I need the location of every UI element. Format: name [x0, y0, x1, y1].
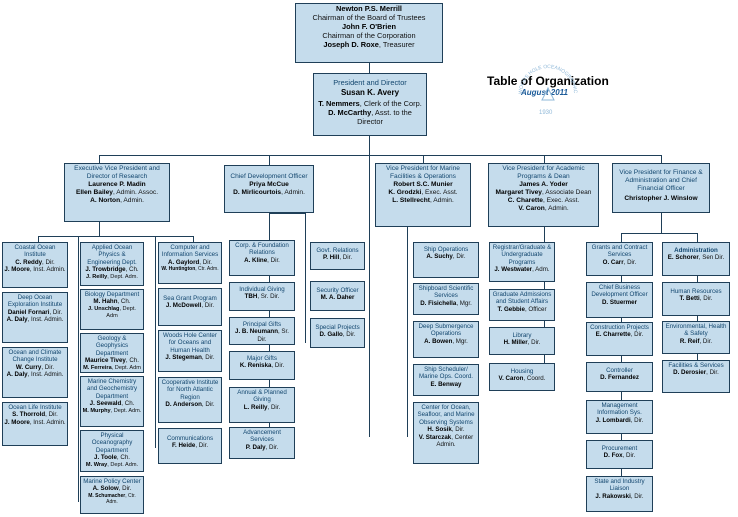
connector: [369, 136, 370, 155]
dept-box: Shipboard Scientific Services D. Fisiche…: [413, 283, 479, 315]
dept-box: Computer and Information Services A. Gay…: [158, 242, 222, 284]
vp-academic-box: Vice President for Academic Programs & D…: [488, 163, 599, 227]
connector: [269, 155, 270, 165]
dept-box: Ocean Life Institute S. Thorrold, Dir. J…: [2, 402, 68, 446]
dept-box: Facilities & Services D. Derosier, Dir.: [662, 360, 730, 393]
dept-box: Deep Ocean Exploration Institute Daniel …: [2, 292, 68, 343]
connector: [661, 213, 662, 233]
dept-box: Housing V. Caron, Coord.: [489, 363, 555, 391]
vp-marine-box: Vice President for Marine Facilities & O…: [375, 163, 471, 227]
dept-box: Special Projects D. Gallo, Dir.: [310, 318, 365, 348]
connector: [193, 236, 194, 242]
dept-box: Advancement Services P. Daly, Dir.: [229, 427, 295, 459]
dept-box: Principal Gifts J. B. Neumann, Sr. Dir.: [229, 317, 295, 345]
org-chart-title: Table of Organization: [487, 74, 609, 88]
dept-box: Environmental, Health & Safety R. Reif, …: [662, 321, 730, 354]
dept-box: Administration E. Schorer, Sen Dir.: [662, 242, 730, 276]
dept-box: Ship Scheduler/ Marine Ops. Coord. E. Be…: [413, 364, 479, 396]
dept-box: Registrar/Graduate & Undergraduate Progr…: [489, 242, 555, 282]
seal-text: WOODS HOLE OCEANOGRAPHIC INSTITUTION: [512, 60, 578, 94]
connector: [305, 213, 306, 343]
dept-box: Deep Submergence Operations A. Bowen, Mg…: [413, 321, 479, 358]
connector: [78, 236, 79, 502]
connector: [269, 213, 305, 214]
dept-box: Sea Grant Program J. McDowell, Dir.: [158, 288, 222, 326]
dept-box: Marine Chemistry and Geochemistry Depart…: [80, 376, 144, 427]
dept-box: Graduate Admissions and Student Affairs …: [489, 289, 555, 321]
dept-box: Human Resources T. Betti, Dir.: [662, 282, 730, 316]
connector: [369, 63, 370, 73]
dept-box: State and Industry Liaison J. Rakowski, …: [586, 476, 653, 512]
institution-seal-icon: WOODS HOLE OCEANOGRAPHIC INSTITUTION: [512, 60, 578, 101]
connector: [423, 155, 424, 163]
connector: [99, 155, 100, 163]
dept-box: Physical Oceanography Department J. Tool…: [80, 430, 144, 472]
connector: [369, 155, 370, 437]
dept-box: Security Officer M. A. Daher: [310, 281, 365, 311]
dept-box: Management Information Sys. J. Lombardi,…: [586, 400, 653, 434]
dept-box: Controller D. Fernandez: [586, 362, 653, 392]
vp-development-box: Chief Development Officer Priya McCue D.…: [224, 165, 314, 213]
connector: [621, 233, 697, 234]
connector: [155, 236, 156, 448]
dept-box: Construction Projects E. Charrette, Dir.: [586, 322, 653, 356]
dept-box: Biology Department M. Hahn, Ch. J. Unsch…: [80, 289, 144, 330]
org-chart-date: August 2011: [521, 88, 568, 97]
dept-box: Marine Policy Center A. Solow, Dir. M. S…: [80, 476, 144, 514]
dept-box: Govt. Relations P. Hill, Dir.: [310, 242, 365, 270]
dept-box: Corp. & Foundation Relations A. Kline, D…: [229, 240, 295, 276]
connector: [38, 236, 39, 242]
dept-box: Applied Ocean Physics & Engineering Dept…: [80, 242, 144, 286]
dept-box: Communications F. Heide, Dir.: [158, 428, 222, 464]
connector: [38, 236, 193, 237]
trustees-box: Newton P.S. Merrill Chairman of the Boar…: [295, 3, 443, 63]
dept-box: Woods Hole Center for Oceans and Human H…: [158, 330, 222, 372]
dept-box: Coastal Ocean Institute C. Reddy, Dir. J…: [2, 242, 68, 288]
connector: [99, 222, 100, 236]
president-box: President and Director Susan K. Avery T.…: [313, 73, 427, 136]
dept-box: Chief Business Development Officer D. St…: [586, 282, 653, 318]
dept-box: Cooperative Institute for North Atlantic…: [158, 377, 222, 423]
dept-box: Major Gifts K. Reniska, Dir.: [229, 351, 295, 380]
dept-box: Procurement D. Fox, Dir.: [586, 440, 653, 469]
dept-box: Grants and Contract Services O. Carr, Di…: [586, 242, 653, 276]
vp-research-box: Executive Vice President and Director of…: [64, 163, 170, 222]
dept-box: Individual Giving TBH, Sr. Dir.: [229, 282, 295, 311]
vp-finance-box: Vice President for Finance & Administrat…: [612, 163, 710, 213]
dept-box: Ocean and Climate Change Institute W. Cu…: [2, 347, 68, 398]
connector: [544, 155, 545, 163]
dept-box: Center for Ocean, Seafloor, and Marine O…: [413, 402, 479, 464]
dept-box: Library H. Miller, Dir.: [489, 327, 555, 355]
connector: [99, 155, 661, 156]
seal-year: 1930: [539, 110, 553, 116]
dept-box: Annual & Planned Giving L. Reilly, Dir.: [229, 387, 295, 423]
connector: [407, 227, 408, 437]
dept-box: Ship Operations A. Suchy, Dir.: [413, 242, 479, 278]
connector: [661, 155, 662, 163]
dept-box: Geology & Geophysics Department Maurice …: [80, 333, 144, 373]
